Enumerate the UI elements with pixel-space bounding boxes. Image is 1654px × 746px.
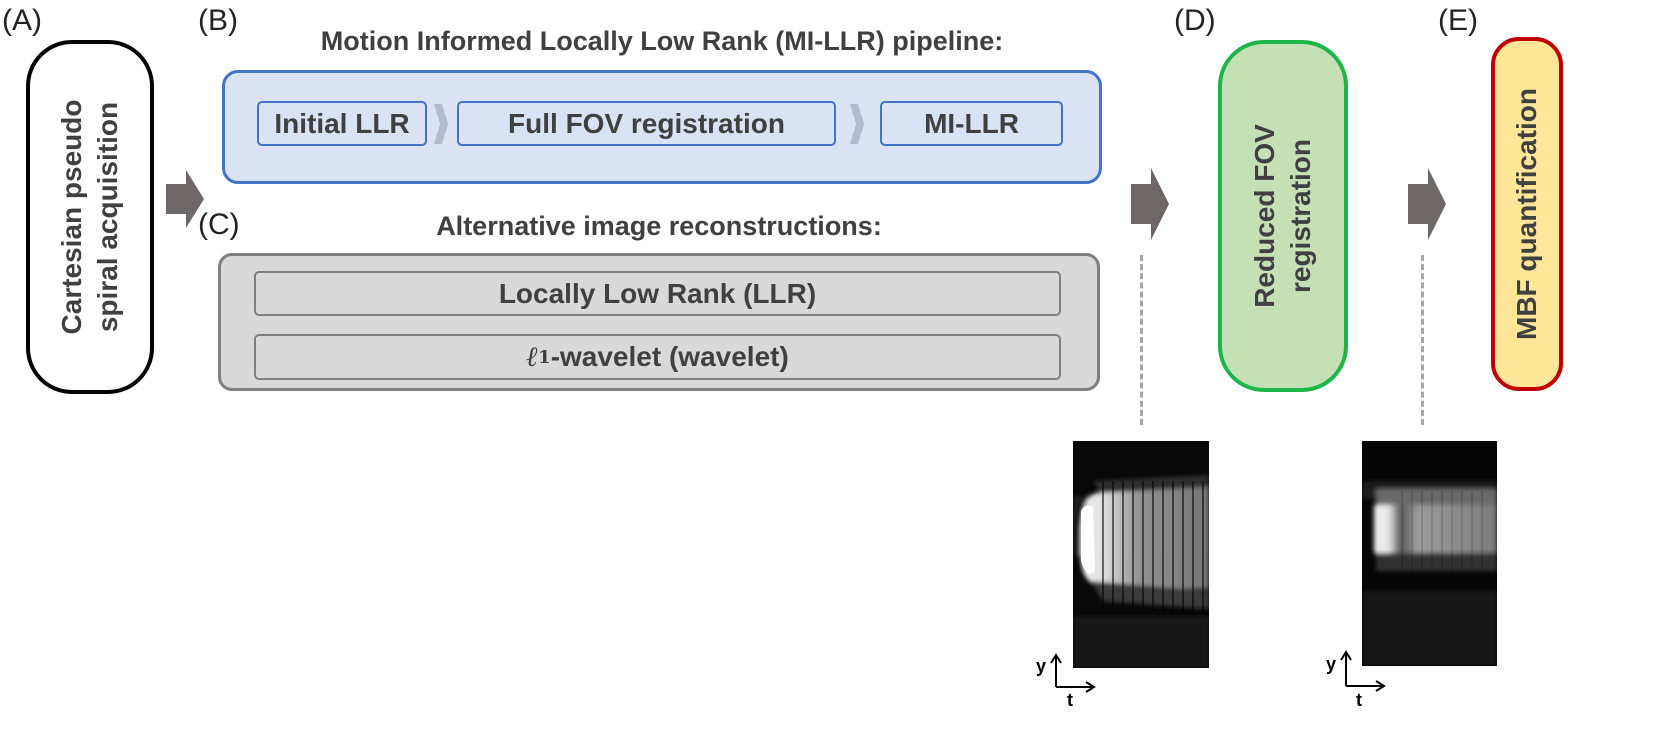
l1-symbol: ℓ xyxy=(526,340,539,373)
pipeline-step-initial-llr: Initial LLR xyxy=(257,101,427,146)
panel-letter-a: (A) xyxy=(2,4,42,37)
t-axis-label: t xyxy=(1067,690,1073,710)
chevron-right-icon xyxy=(850,104,864,144)
panel-letter-b: (B) xyxy=(198,4,238,37)
temporal-profile-image-unregistered xyxy=(1073,441,1209,668)
mbf-label: MBF quantification xyxy=(1511,88,1542,340)
y-axis-label: y xyxy=(1036,656,1047,676)
arrow-right-icon xyxy=(1131,168,1169,240)
arrow-right-icon xyxy=(1408,168,1446,240)
wavelet-label: -wavelet (wavelet) xyxy=(550,341,789,372)
registration-box: Reduced FOV registration xyxy=(1218,40,1348,392)
acquisition-label: Cartesian pseudo spiral acquisition xyxy=(56,99,123,335)
axis-indicator-icon xyxy=(1050,653,1096,693)
pipeline-step-full-fov-registration: Full FOV registration xyxy=(457,101,836,146)
panel-letter-d: (D) xyxy=(1174,4,1216,37)
alternative-title: Alternative image reconstructions: xyxy=(436,211,882,241)
panel-letter-c: (C) xyxy=(198,208,240,241)
dashed-connector xyxy=(1140,255,1143,425)
registration-label: Reduced FOV registration xyxy=(1249,124,1316,308)
t-axis-label: t xyxy=(1356,690,1362,710)
chevron-right-icon xyxy=(434,104,448,144)
mbf-box: MBF quantification xyxy=(1491,37,1563,391)
panel-letter-e: (E) xyxy=(1438,4,1478,37)
pipeline-step-mi-llr: MI-LLR xyxy=(880,101,1063,146)
axis-indicator-icon xyxy=(1340,650,1386,692)
dashed-connector xyxy=(1421,255,1424,425)
l1-subscript: 1 xyxy=(538,346,551,368)
pipeline-title: Motion Informed Locally Low Rank (MI-LLR… xyxy=(320,26,1004,56)
y-axis-label: y xyxy=(1326,654,1337,674)
alternative-item-llr: Locally Low Rank (LLR) xyxy=(254,271,1061,316)
acquisition-box: Cartesian pseudo spiral acquisition xyxy=(26,40,154,394)
arrow-right-icon xyxy=(166,170,204,228)
temporal-profile-image-registered xyxy=(1362,441,1497,666)
